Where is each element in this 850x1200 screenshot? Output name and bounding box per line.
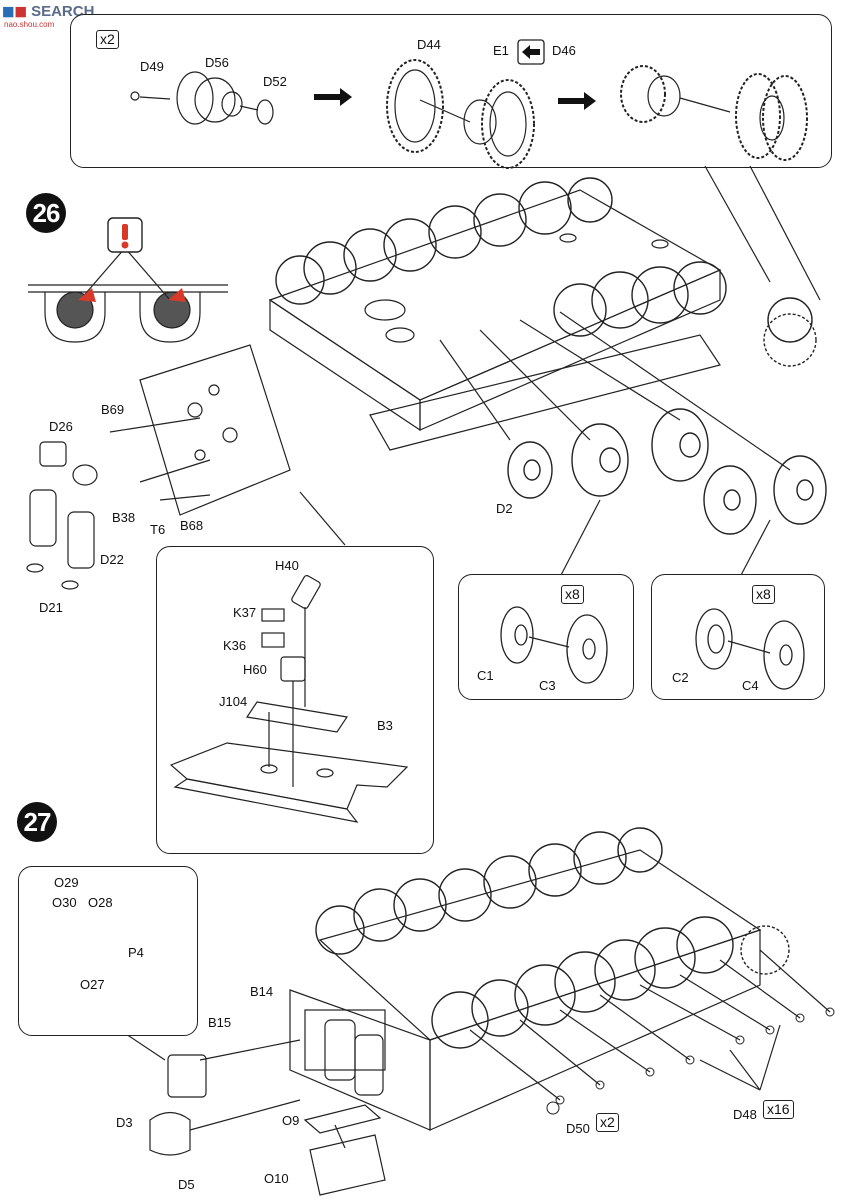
wheel-art-b	[695, 608, 805, 690]
label-j104: J104	[219, 694, 248, 709]
label-b38: B38	[112, 510, 136, 525]
wheel-art-a	[500, 606, 608, 684]
sprocket-assembly-1	[130, 71, 274, 125]
hull-detail-panel: H40 K37 K36 H60 J104 B3	[156, 546, 434, 854]
label-o9: O9	[282, 1113, 300, 1128]
wheel-panel-a: x8 C1 C3	[458, 574, 634, 700]
label-o28: O28	[88, 895, 113, 910]
label-d52: D52	[263, 74, 287, 89]
rear-parts-27	[149, 1019, 386, 1196]
sprocket-assembly-2	[386, 59, 535, 169]
step-number-27: 27	[17, 802, 57, 842]
label-k36: K36	[223, 638, 247, 653]
road-wheels-26	[275, 177, 817, 367]
label-c1: C1	[477, 668, 494, 683]
label-t6: T6	[150, 522, 166, 537]
d50-qty: x2	[596, 1113, 619, 1133]
label-h60: H60	[243, 662, 267, 677]
label-d56: D56	[205, 55, 229, 70]
label-o29: O29	[54, 875, 79, 890]
warning-icon	[78, 217, 186, 302]
label-d2: D2	[496, 501, 513, 516]
d48-qty: x16	[763, 1100, 794, 1120]
hubcap-leaders-27	[469, 949, 831, 1101]
label-d3: D3	[116, 1115, 133, 1130]
label-d26: D26	[49, 419, 73, 434]
step-number-26: 26	[26, 193, 66, 233]
swap-icon	[517, 39, 545, 65]
rear-plate-26	[109, 344, 291, 516]
step26-detail-qty: x2	[96, 30, 119, 50]
arrow-1	[314, 88, 352, 106]
sprocket-assembly-3	[620, 65, 808, 161]
label-p4: P4	[128, 945, 144, 960]
wheel-panel-a-qty: x8	[561, 585, 584, 605]
box-detail-panel	[18, 866, 198, 1036]
label-b3: B3	[377, 718, 393, 733]
hull-27	[289, 849, 762, 1131]
warning-inset	[28, 247, 228, 343]
label-c3: C3	[539, 678, 556, 693]
label-o10: O10	[264, 1171, 289, 1186]
exhausts-26	[26, 441, 98, 590]
label-d22: D22	[100, 552, 124, 567]
label-d49: D49	[140, 59, 164, 74]
label-k37: K37	[233, 605, 257, 620]
label-b68: B68	[180, 518, 204, 533]
label-d46: D46	[552, 43, 576, 58]
label-d48: D48	[733, 1107, 757, 1122]
label-h40: H40	[275, 558, 299, 573]
road-wheels-27	[315, 827, 790, 1049]
wheel-panel-b-qty: x8	[752, 585, 775, 605]
label-b14: B14	[250, 984, 274, 999]
hull-detail-art	[169, 575, 409, 823]
wheel-panel-b: x8 C2 C4	[651, 574, 825, 700]
label-d5: D5	[178, 1177, 195, 1192]
label-o27: O27	[80, 977, 105, 992]
hubcaps-27	[546, 1007, 835, 1115]
label-d44: D44	[417, 37, 441, 52]
label-d21: D21	[39, 600, 63, 615]
label-c4: C4	[742, 678, 759, 693]
label-b15: B15	[208, 1015, 232, 1030]
label-o30: O30	[52, 895, 77, 910]
arrow-2	[558, 92, 596, 110]
label-e1: E1	[493, 43, 509, 58]
hull-26	[268, 189, 722, 451]
label-c2: C2	[672, 670, 689, 685]
loose-wheels-26	[507, 408, 827, 535]
label-b69: B69	[101, 402, 125, 417]
label-d50: D50	[566, 1121, 590, 1136]
watermark-site: nao.shou.com	[4, 20, 55, 29]
